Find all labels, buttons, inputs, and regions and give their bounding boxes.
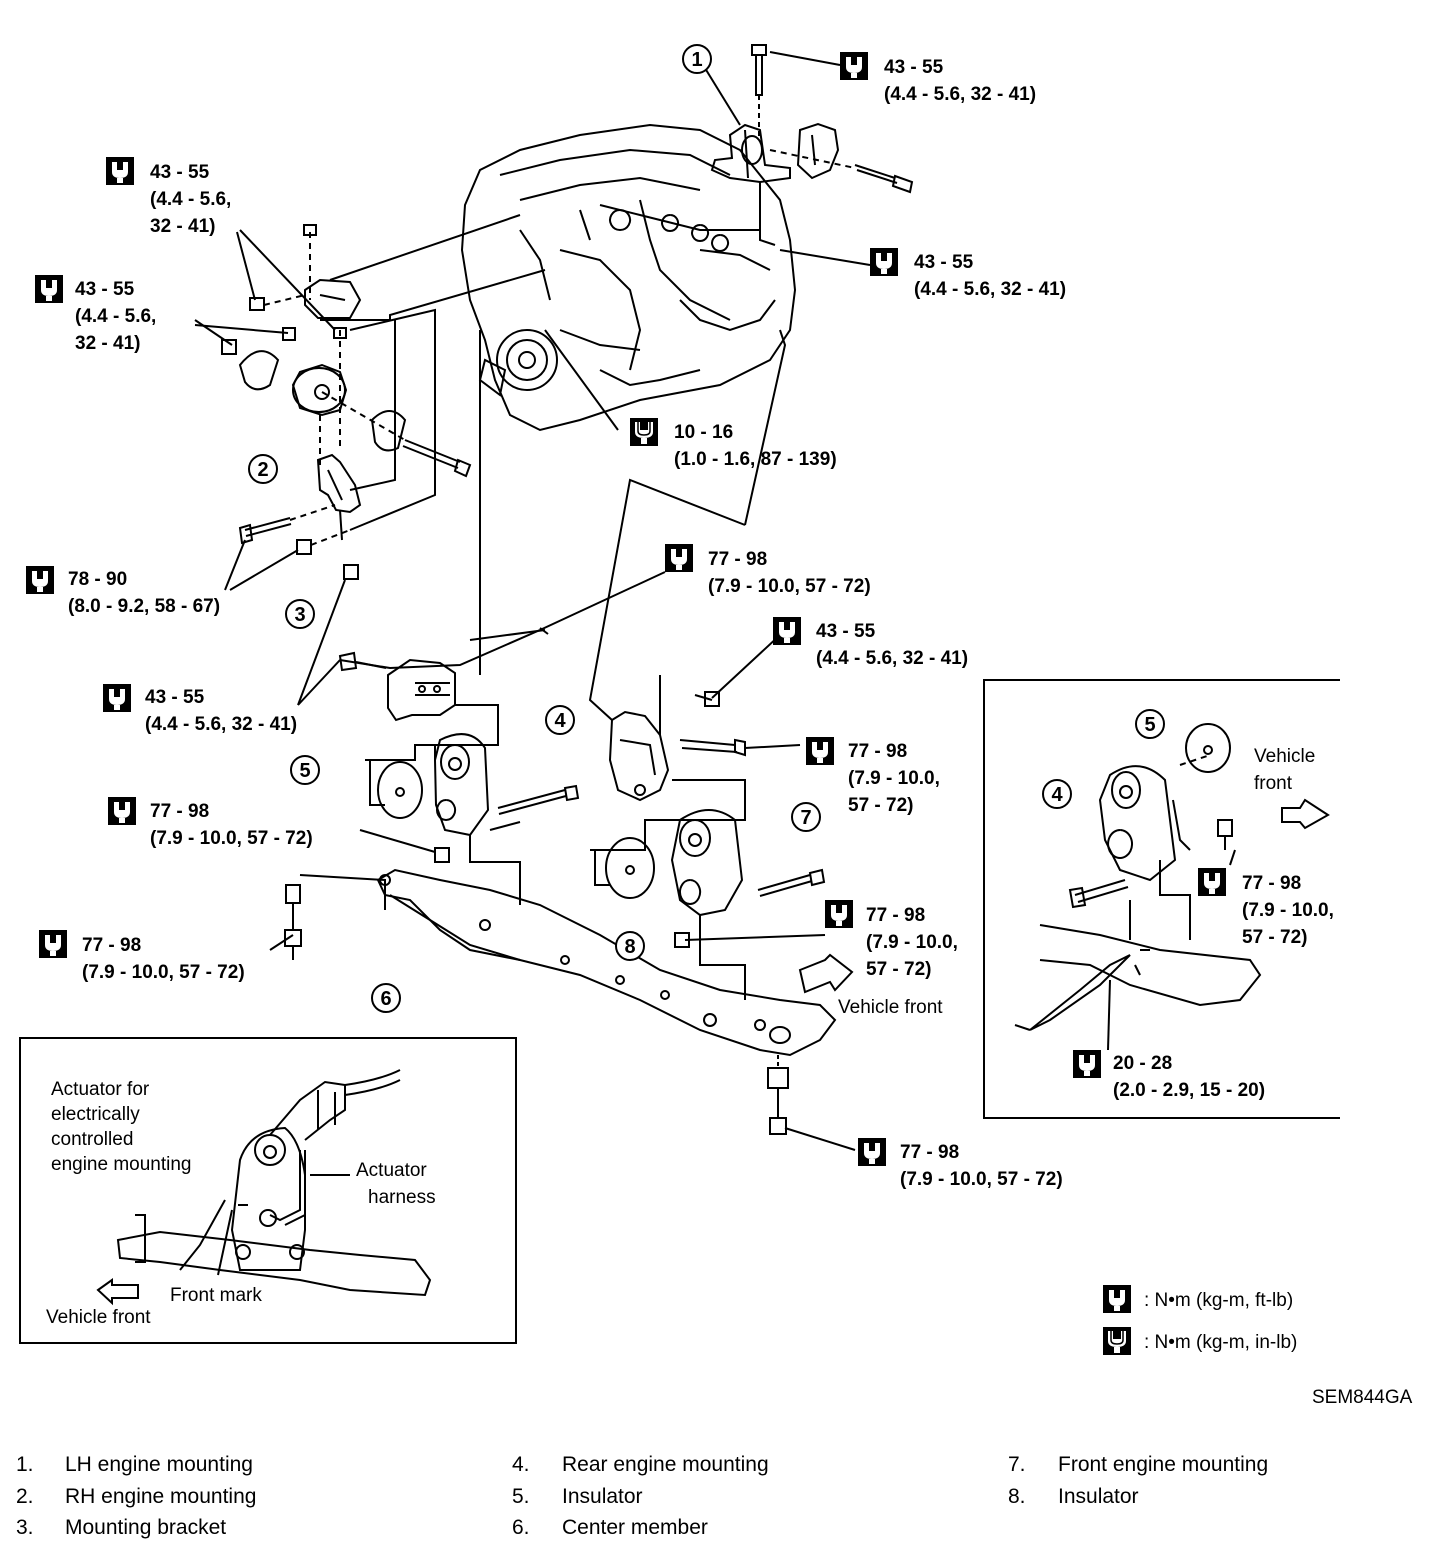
torque-value: 43 - 55: [75, 279, 135, 300]
rh-engine-mounting: [221, 224, 472, 478]
actuator-label: engine mounting: [51, 1154, 192, 1175]
torque-value: 77 - 98: [848, 741, 907, 762]
part-number: 4.: [512, 1453, 530, 1476]
torque-value: 77 - 98: [150, 801, 209, 822]
leader-line: [329, 214, 521, 281]
torque-value: 10 - 16: [674, 422, 733, 443]
part-number: 7.: [1008, 1453, 1026, 1476]
torque-detail: (7.9 - 10.0,: [866, 932, 958, 953]
legend-in-lb: : N•m (kg-m, in-lb): [1144, 1332, 1297, 1353]
part-number: 2.: [16, 1485, 34, 1508]
torque-value: 43 - 55: [145, 687, 205, 708]
torque-detail: (4.4 - 5.6,: [150, 189, 231, 210]
harness-label: harness: [368, 1187, 436, 1208]
engine-assembly: [460, 123, 797, 432]
actuator-label: Actuator for: [51, 1079, 150, 1100]
part-number: 5.: [512, 1485, 530, 1508]
torque-detail: (4.4 - 5.6,: [75, 306, 156, 327]
torque-detail: (4.4 - 5.6, 32 - 41): [914, 279, 1066, 300]
vehicle-front-label: Vehicle front: [46, 1307, 151, 1328]
torque-detail: (7.9 - 10.0,: [848, 768, 940, 789]
torque-detail: (4.4 - 5.6, 32 - 41): [884, 84, 1036, 105]
torque-detail: 32 - 41): [75, 333, 140, 354]
torque-value: 43 - 55: [914, 252, 974, 273]
torque-detail: (7.9 - 10.0,: [1242, 900, 1334, 921]
torque-detail: 57 - 72): [1242, 927, 1307, 948]
torque-detail: (4.4 - 5.6, 32 - 41): [145, 714, 297, 735]
engine-mounting-diagram: 1 2 3 4 5 7 8 6 5 4 43 - 55 (4.4 - 5.6, …: [19, 44, 1413, 1408]
lh-engine-mounting: [710, 44, 914, 246]
torque-value: 43 - 55: [884, 57, 944, 78]
torque-icons: [26, 52, 1226, 1356]
torque-detail: (7.9 - 10.0, 57 - 72): [900, 1169, 1063, 1190]
part-name: Insulator: [1058, 1485, 1139, 1508]
actuator-label: controlled: [51, 1129, 133, 1150]
vehicle-front-label: Vehicle: [1254, 746, 1315, 767]
rear-engine-mounting: [338, 627, 580, 905]
torque-value: 77 - 98: [82, 935, 141, 956]
part-name: Center member: [562, 1516, 708, 1539]
inset-actuator: [19, 1037, 517, 1344]
torque-value: 77 - 98: [900, 1142, 959, 1163]
part-number: 1.: [16, 1453, 34, 1476]
callout-7: 7: [800, 807, 811, 829]
part-number: 3.: [16, 1516, 34, 1539]
torque-detail: (1.0 - 1.6, 87 - 139): [674, 449, 837, 470]
part-number: 6.: [512, 1516, 530, 1539]
mounting-bracket: [238, 453, 362, 580]
torque-value: 43 - 55: [816, 621, 876, 642]
front-engine-mounting: [590, 675, 826, 1000]
callout-3: 3: [294, 604, 305, 626]
torque-value: 78 - 90: [68, 569, 127, 590]
torque-detail: (7.9 - 10.0, 57 - 72): [150, 828, 313, 849]
torque-value: 20 - 28: [1113, 1053, 1172, 1074]
torque-detail: 32 - 41): [150, 216, 215, 237]
vehicle-front-label: front: [1254, 773, 1293, 794]
torque-detail: (4.4 - 5.6, 32 - 41): [816, 648, 968, 669]
torque-value: 77 - 98: [866, 905, 925, 926]
callout-5: 5: [299, 760, 310, 782]
torque-detail: 57 - 72): [866, 959, 931, 980]
torque-detail: (7.9 - 10.0, 57 - 72): [82, 962, 245, 983]
torque-value: 77 - 98: [708, 549, 767, 570]
part-name: RH engine mounting: [65, 1485, 257, 1508]
callout-4: 4: [554, 710, 566, 732]
part-name: Rear engine mounting: [562, 1453, 769, 1476]
callout-circle: [682, 44, 712, 74]
part-name: LH engine mounting: [65, 1453, 253, 1476]
torque-value: 77 - 98: [1242, 873, 1301, 894]
part-name: Mounting bracket: [65, 1516, 227, 1539]
callout-2: 2: [257, 459, 268, 481]
parts-list: 1. LH engine mounting 2. RH engine mount…: [0, 1445, 1456, 1545]
vehicle-front-label: Vehicle front: [838, 997, 943, 1018]
center-member: [284, 868, 854, 1135]
torque-detail: (7.9 - 10.0, 57 - 72): [708, 576, 871, 597]
part-name: Insulator: [562, 1485, 643, 1508]
inset-rear-mounting: [983, 679, 1340, 1119]
callout-6: 6: [380, 988, 391, 1010]
torque-detail: 57 - 72): [848, 795, 913, 816]
actuator-label: electrically: [51, 1104, 140, 1125]
callout-8: 8: [624, 936, 635, 958]
callout-1: 1: [691, 49, 702, 71]
torque-value: 43 - 55: [150, 162, 210, 183]
part-name: Front engine mounting: [1058, 1453, 1269, 1476]
figure-code: SEM844GA: [1312, 1387, 1413, 1408]
torque-detail: (2.0 - 2.9, 15 - 20): [1113, 1080, 1265, 1101]
torque-detail: (8.0 - 9.2, 58 - 67): [68, 596, 220, 617]
inset-callout-5: 5: [1144, 714, 1155, 736]
part-number: 8.: [1008, 1485, 1026, 1508]
legend-ft-lb: : N•m (kg-m, ft-lb): [1144, 1290, 1293, 1311]
harness-label: Actuator: [356, 1160, 427, 1181]
inset-callout-4: 4: [1051, 784, 1063, 806]
front-mark-label: Front mark: [170, 1285, 262, 1306]
